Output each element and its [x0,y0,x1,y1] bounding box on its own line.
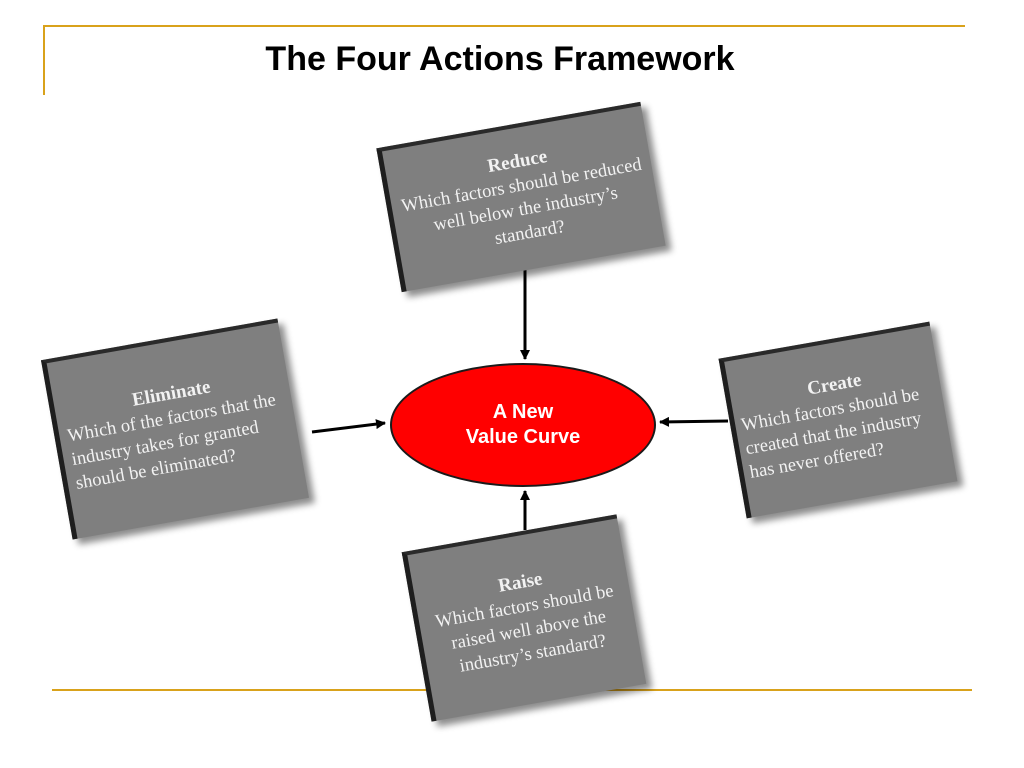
arrow-create [659,416,729,427]
top-rule [43,25,965,27]
create-text: Which factors should be created that the… [739,385,924,483]
center-line-1: A New [492,401,554,423]
left-rule [43,25,45,95]
arrow-eliminate [311,419,386,434]
eliminate-text: Which of the factors that the industry t… [66,390,278,494]
raise-text: Which factors should be raised well abov… [434,581,616,677]
slide-title: The Four Actions Framework [265,40,735,78]
value-curve-ellipse: A New Value Curve [390,363,656,487]
center-line-2: Value Curve [465,426,581,448]
